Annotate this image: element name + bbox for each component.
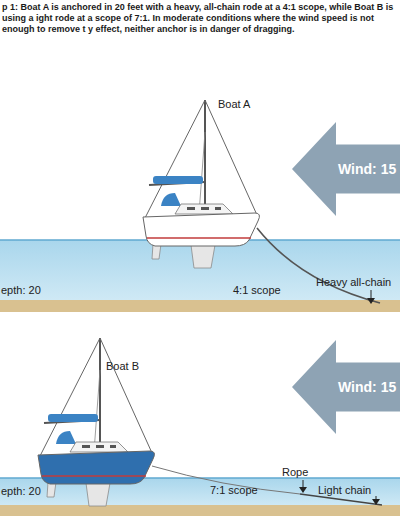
boat-name: Boat B bbox=[106, 360, 139, 373]
leader-arrowhead bbox=[299, 487, 307, 493]
seabed bbox=[0, 300, 400, 312]
boat-name: Boat A bbox=[218, 98, 250, 111]
leader-arrowhead bbox=[372, 499, 380, 505]
caption: p 1: Boat A is anchored in 20 feet with … bbox=[2, 2, 398, 35]
scope-label: 7:1 scope bbox=[210, 484, 258, 497]
sailboat bbox=[38, 338, 154, 506]
leader-arrowhead bbox=[367, 298, 375, 304]
rode-label: Light chain bbox=[318, 484, 371, 497]
rode-label: Heavy all-chain bbox=[316, 276, 391, 289]
scope-label: 4:1 scope bbox=[233, 284, 281, 297]
wind-label: Wind: 15 bbox=[338, 161, 396, 177]
wind-label: Wind: 15 bbox=[338, 379, 396, 395]
arrow-outline bbox=[292, 122, 400, 216]
seabed bbox=[0, 505, 400, 516]
arrow-outline bbox=[292, 340, 400, 434]
depth-label: epth: 20 bbox=[1, 284, 41, 297]
rode-label: Rope bbox=[282, 466, 308, 479]
depth-label: epth: 20 bbox=[1, 485, 41, 498]
wind-arrow: Wind: 15 bbox=[292, 122, 400, 216]
wind-arrow: Wind: 15 bbox=[292, 340, 400, 434]
sailboat bbox=[143, 100, 259, 268]
